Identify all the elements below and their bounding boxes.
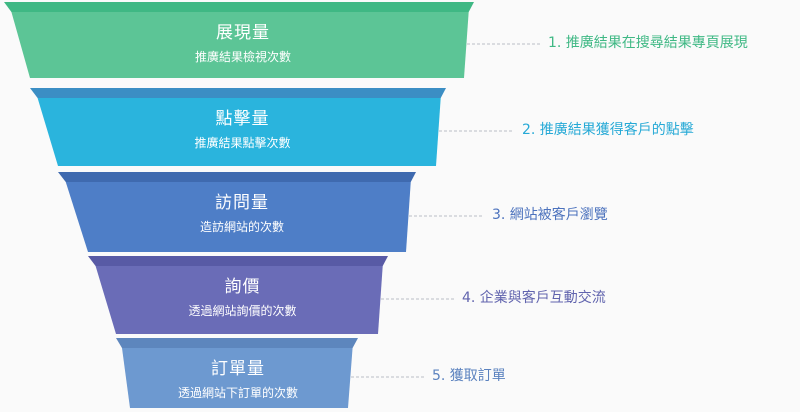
funnel-stage-body: [122, 348, 353, 408]
funnel-stage-cap: [4, 2, 474, 12]
funnel-stage-5: [116, 338, 424, 408]
funnel-stage-cap: [116, 338, 358, 348]
funnel-stage-body: [11, 12, 469, 78]
funnel-stage-body: [95, 266, 383, 334]
stage-description: 3. 網站被客戶瀏覽: [492, 207, 608, 223]
funnel-stage-cap: [30, 88, 446, 98]
stage-description: 1. 推廣結果在搜尋結果專頁展現: [548, 35, 748, 51]
stage-description: 4. 企業與客戶互動交流: [462, 290, 606, 306]
funnel-stage-cap: [88, 256, 388, 266]
funnel-stage-2: [30, 88, 514, 166]
funnel-stage-1: [4, 2, 540, 78]
funnel-stage-cap: [58, 172, 416, 182]
stage-description: 2. 推廣結果獲得客戶的點擊: [522, 122, 694, 138]
funnel-stage-body: [65, 182, 411, 252]
funnel-stage-3: [58, 172, 484, 252]
funnel-stage-body: [37, 98, 441, 166]
funnel-stage-4: [88, 256, 454, 334]
stage-description: 5. 獲取訂單: [432, 368, 506, 384]
